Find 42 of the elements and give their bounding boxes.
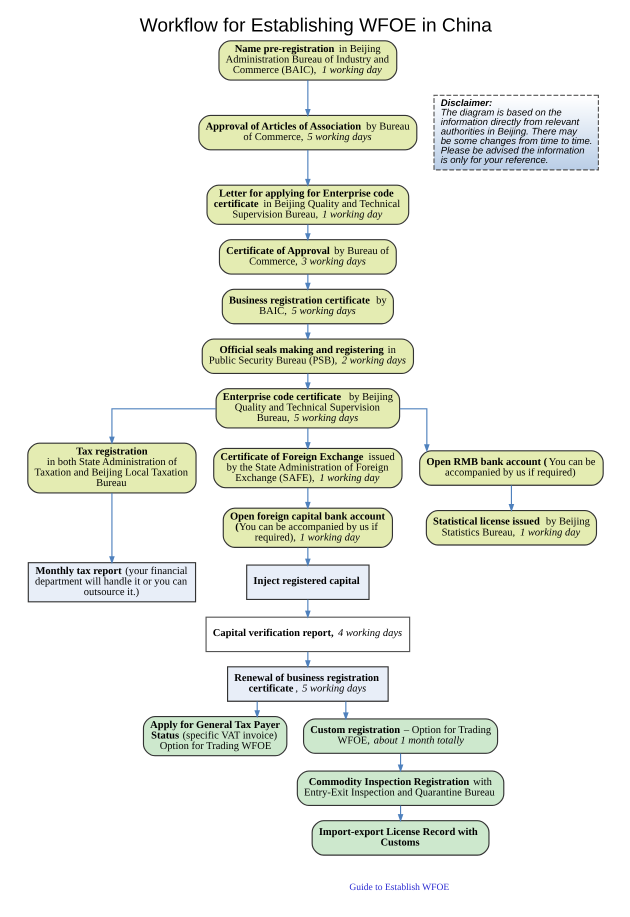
arrow [254,701,260,718]
node-box: Approval of Articles of Association by Bureau of Commerce, 5 working days [198,114,417,150]
node-box: Certificate of Foreign Exchange issued by the State Administration of Foreign Exchange (SAFE), 1 working day [212,448,402,488]
node-box: Custom registration – Option for Trading WFOE, about 1 month totally [302,718,498,754]
node-box: Inject registered capital [246,564,370,600]
arrow [108,493,114,564]
node-box: Monthly tax report (your financial department will handle it or you can outsource it.) [27,562,196,602]
node-box: Apply for General Tax Payer Status (specific VAT invoice) Option for Trading WFOE [142,716,287,756]
arrow [397,806,403,822]
label: Guide to Establish WFOE [348,882,449,894]
arrow [304,150,310,187]
node-box: Name pre-registration in Beijing Administration Bureau of Industry and Commerce (BAIC), 1 working day [218,40,397,81]
arrow [304,80,310,118]
node-box: Statistical license issued by Beijing Statistics Bureau, 1 working day [425,510,597,546]
node-box: Commodity Inspection Registration with Entry-Exit Inspection and Quarantine Bureau [296,770,504,806]
arrow [304,547,310,567]
node-box: Business registration certificate by BAIC, 5 working days [221,288,394,324]
arrow [304,324,310,341]
arrow [399,408,430,452]
node-box: Open foreign capital bank account (You can be accompanied by us if required), 1 working day [222,508,392,548]
arrow [304,274,310,291]
node-box: Tax registration in both State Administration of Taxation and Beijing Local Taxation Bureau [26,442,196,494]
node-box: Open RMB bank account (You can be accompanied by us if required) [418,450,604,486]
arrow [508,485,514,512]
node-box: Disclaimer: The diagram is based on the information directly from relevant authorities in Beijing. There may be some changes from time to time. Please be advised the information is only for your reference. [432,94,598,170]
arrow [304,600,310,619]
node-box: Letter for applying for Enterprise code certificate in Beijing Quality and Technical Supervision Bureau, 1 working day [206,184,409,225]
node-box: Capital verification report, 4 working days [205,616,410,652]
arrow [397,754,403,773]
arrow [108,408,216,445]
arrow [304,428,310,450]
arrow [304,488,310,510]
arrow [342,701,348,720]
diagram-title: Workflow for Establishing WFOE in China [139,15,492,36]
arrow [304,224,310,242]
node-box: Enterprise code certificate by Beijing Quality and Technical Supervision Bureau, 5 working days [215,388,400,428]
node-box: Import-export License Record with Customs [311,820,490,856]
node-box: Renewal of business registration certificate, 5 working days [226,666,388,702]
node-box: Official seals making and registering in Public Security Bureau (PSB), 2 working days [201,338,414,374]
arrow [304,652,310,668]
node-box: Certificate of Approval by Bureau of Commerce, 3 working days [218,239,396,275]
arrow [304,374,310,390]
